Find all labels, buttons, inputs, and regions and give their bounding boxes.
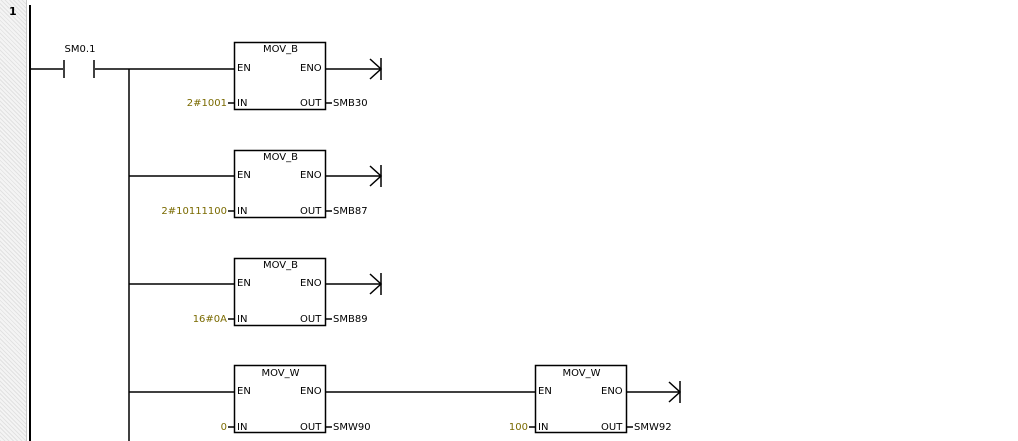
contact-sm0-1[interactable] (30, 60, 129, 78)
block-1-name: MOV_B (262, 44, 299, 55)
block-3-out-address[interactable]: SMB89 (333, 314, 368, 325)
mov-w-block-4[interactable] (129, 364, 535, 434)
block-2-out-address[interactable]: SMB87 (333, 206, 368, 217)
network-number: 1 (9, 5, 17, 18)
block-5-in-value[interactable]: 100 (508, 422, 528, 433)
block-3-en-pin: EN (237, 278, 251, 289)
block-1-en-pin: EN (237, 63, 251, 74)
block-2-name: MOV_B (262, 152, 299, 163)
block-1-in-pin: IN (237, 98, 248, 109)
block-3-in-value[interactable]: 16#0A (192, 314, 227, 325)
block-3-name: MOV_B (262, 260, 299, 271)
block-1-out-address[interactable]: SMB30 (333, 98, 368, 109)
block-4-out-pin: OUT (300, 422, 322, 433)
mov-b-block-1[interactable] (129, 41, 383, 111)
block-1-eno-pin: ENO (300, 63, 322, 74)
block-5-eno-pin: ENO (601, 386, 623, 397)
mov-w-block-5[interactable] (529, 364, 682, 434)
block-1-in-value[interactable]: 2#1001 (186, 98, 227, 109)
block-2-eno-pin: ENO (300, 170, 322, 181)
block-5-name: MOV_W (562, 368, 601, 379)
block-2-in-pin: IN (237, 206, 248, 217)
block-4-name: MOV_W (261, 368, 300, 379)
mov-b-block-2[interactable] (129, 149, 383, 219)
mov-b-block-3[interactable] (129, 257, 383, 327)
block-4-in-value[interactable]: 0 (220, 422, 227, 433)
block-4-en-pin: EN (237, 386, 251, 397)
block-3-eno-pin: ENO (300, 278, 322, 289)
block-5-en-pin: EN (538, 386, 552, 397)
block-4-eno-pin: ENO (300, 386, 322, 397)
block-2-out-pin: OUT (300, 206, 322, 217)
block-3-out-pin: OUT (300, 314, 322, 325)
block-5-in-pin: IN (538, 422, 549, 433)
block-4-out-address[interactable]: SMW90 (333, 422, 371, 433)
block-2-in-value[interactable]: 2#10111100 (161, 206, 227, 217)
block-4-in-pin: IN (237, 422, 248, 433)
block-5-out-pin: OUT (601, 422, 623, 433)
block-5-out-address[interactable]: SMW92 (634, 422, 672, 433)
network-gutter: 1 (0, 0, 27, 441)
block-2-en-pin: EN (237, 170, 251, 181)
block-3-in-pin: IN (237, 314, 248, 325)
contact-address: SM0.1 (64, 44, 96, 55)
block-1-out-pin: OUT (300, 98, 322, 109)
